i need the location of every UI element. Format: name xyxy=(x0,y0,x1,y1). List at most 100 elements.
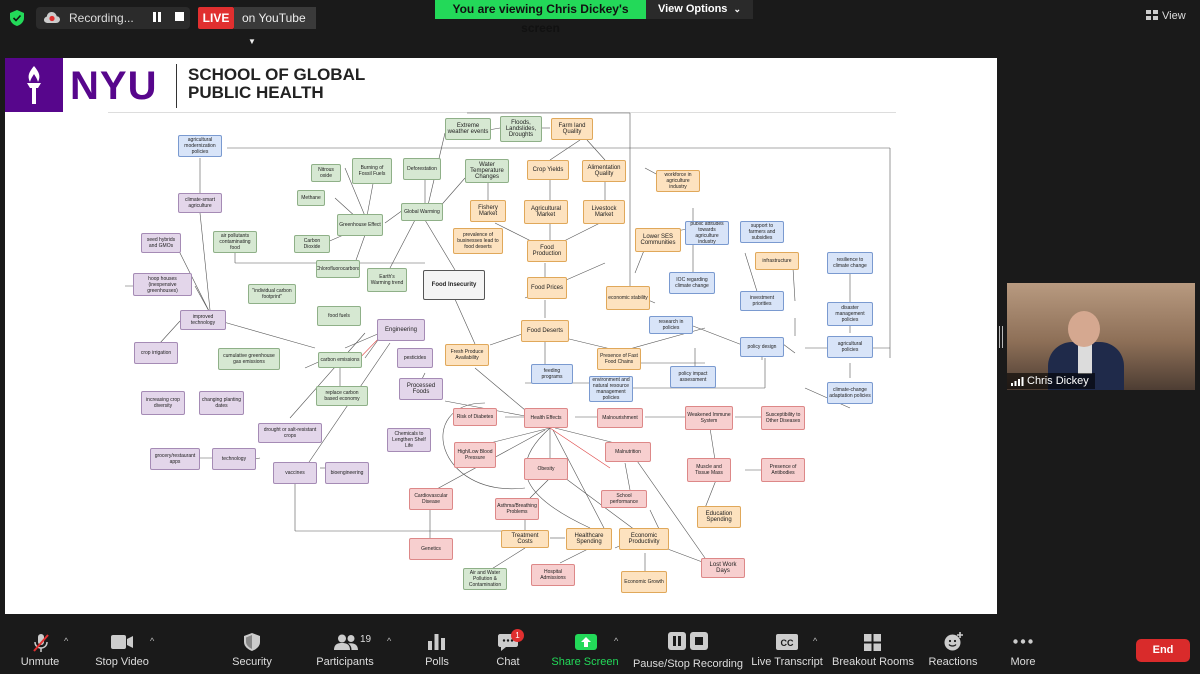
diagram-node: Economic Productivity xyxy=(619,528,669,550)
diagram-node: Greenhouse Effect xyxy=(337,214,383,236)
diagram-node: Muscle and Tissue Mass xyxy=(687,458,731,482)
diagram-node: environment and natural resource managem… xyxy=(589,376,633,402)
diagram-node: economic stability xyxy=(606,286,650,310)
share-screen-button[interactable]: Share Screen xyxy=(551,656,619,668)
chat-unread-badge: 1 xyxy=(511,629,524,642)
view-button[interactable]: View xyxy=(1146,10,1186,22)
diagram-node: Risk of Diabetes xyxy=(453,408,497,426)
causal-loop-diagram: agricultural modernization policies clim… xyxy=(5,58,997,614)
diagram-node: policy impact assessment xyxy=(670,366,716,388)
svg-text:CC: CC xyxy=(781,638,794,648)
end-meeting-button[interactable]: End xyxy=(1136,639,1190,662)
diagram-node: Earth's Warming trend xyxy=(367,268,407,292)
diagram-node: Presence of Fast Food Chains xyxy=(597,348,641,370)
recording-status-bar xyxy=(36,7,190,29)
view-label: View xyxy=(1162,10,1186,22)
diagram-node: agricultural policies xyxy=(827,336,873,358)
diagram-node: technology xyxy=(212,448,256,470)
diagram-node: investment priorities xyxy=(740,291,784,311)
diagram-node: "individual carbon footprint" xyxy=(248,284,296,304)
diagram-node: Farm land Quality xyxy=(551,118,593,140)
more-button[interactable]: More xyxy=(1010,656,1036,668)
stop-recording-icon[interactable] xyxy=(690,632,708,650)
share-screen-icon[interactable] xyxy=(575,634,597,650)
diagram-node: Treatment Costs xyxy=(501,530,549,548)
diagram-node: Global Warming xyxy=(401,203,443,221)
chevron-up-icon[interactable]: ^ xyxy=(150,636,155,646)
diagram-node: workforce in agriculture industry xyxy=(656,170,700,192)
diagram-node: Cardiovascular Disease xyxy=(409,488,453,510)
diagram-node: Methane xyxy=(297,190,325,206)
diagram-node: support to farmers and subsidies xyxy=(740,221,784,243)
security-shield-icon[interactable] xyxy=(244,633,260,651)
diagram-node: IOC regarding climate change xyxy=(669,272,715,294)
school-title-line1: SCHOOL OF GLOBAL xyxy=(188,65,366,84)
emoji-reaction-icon[interactable] xyxy=(944,632,964,651)
shield-check-icon[interactable] xyxy=(10,10,24,26)
polls-button[interactable]: Polls xyxy=(425,656,449,668)
microphone-muted-icon[interactable] xyxy=(32,633,50,653)
participants-button[interactable]: Participants xyxy=(316,656,374,668)
diagram-node: Chemicals to Lengthen Shelf Life xyxy=(387,428,431,452)
live-transcript-button[interactable]: Live Transcript xyxy=(751,656,823,668)
participants-count: 19 xyxy=(360,634,372,645)
diagram-node: Nitrous oxide xyxy=(311,164,341,182)
grid-view-icon xyxy=(1146,10,1158,20)
chat-button[interactable]: Chat xyxy=(496,656,520,668)
meeting-toolbar xyxy=(0,622,1200,674)
reactions-button[interactable]: Reactions xyxy=(928,656,978,668)
chevron-up-icon[interactable]: ^ xyxy=(64,636,69,646)
diagram-node: pesticides xyxy=(397,348,433,368)
stop-recording-icon[interactable] xyxy=(175,12,184,21)
diagram-node: Obesity xyxy=(524,458,568,480)
diagram-node: prevalence of businesses lead to food de… xyxy=(453,228,503,254)
closed-caption-icon[interactable]: CC xyxy=(776,634,798,650)
diagram-node: Processed Foods xyxy=(399,378,443,400)
diagram-node: School performance xyxy=(601,490,647,508)
diagram-node: Food Production xyxy=(527,240,567,262)
diagram-node: Susceptibility to Other Diseases xyxy=(761,406,805,430)
school-title-line2: PUBLIC HEALTH xyxy=(188,83,324,102)
chevron-up-icon[interactable]: ^ xyxy=(614,636,619,646)
pause-recording-icon[interactable] xyxy=(152,12,162,22)
chevron-up-icon[interactable]: ^ xyxy=(813,636,818,646)
diagram-node: vaccines xyxy=(273,462,317,484)
diagram-node: air pollutants contaminating food xyxy=(213,231,257,253)
pause-stop-recording-button[interactable]: Pause/Stop Recording xyxy=(632,658,744,670)
slide-divider xyxy=(108,112,896,113)
view-options-button[interactable]: View Options ⌄ xyxy=(646,0,753,19)
breakout-rooms-button[interactable]: Breakout Rooms xyxy=(832,656,914,668)
pause-recording-icon[interactable] xyxy=(668,632,686,650)
diagram-node: infrastructure xyxy=(755,252,799,270)
participants-icon[interactable] xyxy=(334,634,358,650)
diagram-node: Education Spending xyxy=(697,506,741,528)
diagram-node: Crop Yields xyxy=(527,160,569,180)
diagram-node: High/Low Blood Pressure xyxy=(454,442,496,468)
torch-icon xyxy=(27,66,41,104)
more-options-icon[interactable] xyxy=(1013,639,1033,644)
security-button[interactable]: Security xyxy=(232,656,272,668)
diagram-node: seed hybrids and GMOs xyxy=(141,233,181,253)
diagram-node-central: Food Insecurity xyxy=(423,270,485,300)
diagram-node: Economic Growth xyxy=(621,571,667,593)
diagram-node: Lost Work Days xyxy=(701,558,745,578)
live-badge[interactable]: LIVE xyxy=(198,7,234,29)
cloud-recording-icon xyxy=(44,12,60,23)
unmute-button[interactable]: Unmute xyxy=(20,656,60,668)
chevron-down-icon: ⌄ xyxy=(733,4,742,14)
diagram-node: Air and Water Pollution & Contamination xyxy=(463,568,507,590)
diagram-node: research in policies xyxy=(649,316,693,334)
diagram-node: Food Prices xyxy=(527,277,567,299)
chevron-up-icon[interactable]: ^ xyxy=(387,636,392,646)
video-camera-icon[interactable] xyxy=(111,635,133,649)
participant-head xyxy=(1068,311,1100,347)
diagram-node: improved technology xyxy=(180,310,226,330)
panel-resize-handle[interactable] xyxy=(999,326,1003,348)
polls-bar-chart-icon[interactable] xyxy=(428,634,445,650)
stop-video-button[interactable]: Stop Video xyxy=(95,656,149,668)
diagram-node: carbon emissions xyxy=(318,352,362,368)
breakout-rooms-icon[interactable] xyxy=(864,634,881,651)
diagram-node: Genetics xyxy=(409,538,453,560)
diagram-node: Livestock Market xyxy=(583,200,625,224)
live-destination-dropdown[interactable]: on YouTube ▼ xyxy=(234,7,316,46)
